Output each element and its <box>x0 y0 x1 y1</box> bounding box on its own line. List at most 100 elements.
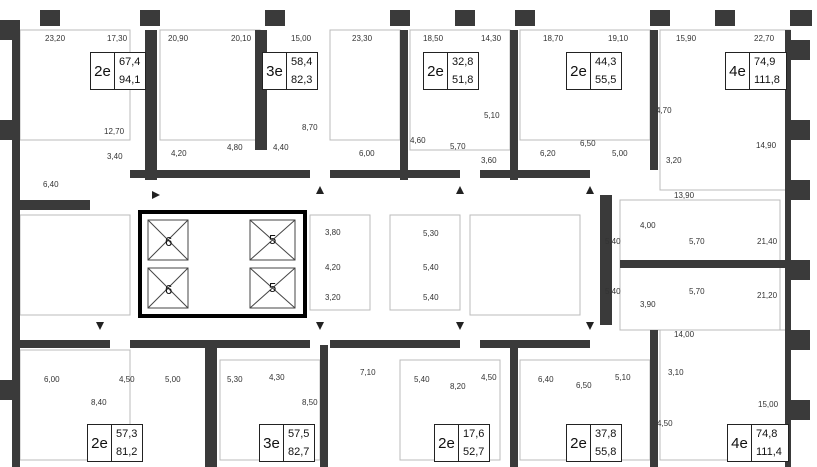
room-area: 3,80 <box>325 228 341 237</box>
room-area: 21,20 <box>757 291 778 300</box>
living-area: 17,6 <box>463 428 485 440</box>
living-area: 57,3 <box>116 428 138 440</box>
room-area: 22,70 <box>754 34 775 43</box>
apartment-type: 3е <box>260 425 284 461</box>
room-area: 6,40 <box>538 375 554 384</box>
room-area: 8,20 <box>450 382 466 391</box>
room-area: 5,30 <box>227 375 243 384</box>
elevator-label: 6 <box>165 234 173 249</box>
apartment-badge[interactable]: 2е 32,8 51,8 <box>423 52 479 90</box>
apartment-type: 2е <box>567 425 591 461</box>
apartment-type: 2е <box>424 53 448 89</box>
room-area: 5,70 <box>689 237 705 246</box>
room-area: 15,00 <box>291 34 312 43</box>
room-area: 3,10 <box>668 368 684 377</box>
room-area: 18,50 <box>423 34 444 43</box>
room-area: 4,80 <box>227 143 243 152</box>
room-area: 14,00 <box>674 330 695 339</box>
room-area: 21,40 <box>757 237 778 246</box>
room-area: 4,20 <box>325 263 341 272</box>
apartment-type: 2е <box>567 53 591 89</box>
living-area: 74,9 <box>754 56 776 68</box>
room-area: 5,70 <box>689 287 705 296</box>
apartment-badge[interactable]: 2е 57,3 81,2 <box>87 424 143 462</box>
room-area: 5,00 <box>612 149 628 158</box>
room-area: 5,40 <box>605 237 621 246</box>
room-area: 23,20 <box>45 34 66 43</box>
room-area: 5,70 <box>450 142 466 151</box>
total-area: 52,7 <box>463 446 485 458</box>
room-area: 12,70 <box>104 127 125 136</box>
apartment-badge[interactable]: 2е 67,4 94,1 <box>90 52 146 90</box>
room-area: 3,40 <box>107 152 123 161</box>
room-area: 20,90 <box>168 34 189 43</box>
apartment-badge[interactable]: 4е 74,8 111,4 <box>727 424 789 462</box>
room-area: 5,10 <box>484 111 500 120</box>
room-area: 19,10 <box>608 34 629 43</box>
apartment-type: 2е <box>88 425 112 461</box>
room-area: 15,00 <box>758 400 779 409</box>
apartment-badge[interactable]: 2е 37,8 55,8 <box>566 424 622 462</box>
room-area: 4,50 <box>119 375 135 384</box>
room-area: 6,50 <box>580 139 596 148</box>
room-area: 6,50 <box>576 381 592 390</box>
elevator-label: 6 <box>165 282 173 297</box>
apartment-type: 3е <box>263 53 287 89</box>
room-area: 23,30 <box>352 34 373 43</box>
apartment-badge[interactable]: 2е 17,6 52,7 <box>434 424 490 462</box>
room-area: 14,30 <box>481 34 502 43</box>
room-area: 8,50 <box>302 398 318 407</box>
room-area: 8,40 <box>91 398 107 407</box>
living-area: 74,8 <box>756 428 778 440</box>
living-area: 32,8 <box>452 56 474 68</box>
elevator-label: 5 <box>269 280 277 295</box>
total-area: 51,8 <box>452 74 474 86</box>
living-area: 57,5 <box>288 428 310 440</box>
room-area: 6,40 <box>43 180 59 189</box>
total-area: 111,4 <box>756 446 782 458</box>
room-area: 4,70 <box>656 106 672 115</box>
total-area: 55,8 <box>595 446 617 458</box>
room-area: 4,40 <box>273 143 289 152</box>
room-area: 4,50 <box>657 419 673 428</box>
total-area: 82,3 <box>291 74 313 86</box>
room-area: 4,50 <box>481 373 497 382</box>
room-area: 14,90 <box>756 141 777 150</box>
room-area: 6,00 <box>44 375 60 384</box>
room-area: 3,20 <box>325 293 341 302</box>
room-area: 6,20 <box>540 149 556 158</box>
room-area: 4,60 <box>410 136 426 145</box>
living-area: 37,8 <box>595 428 617 440</box>
living-area: 44,3 <box>595 56 617 68</box>
apartment-type: 4е <box>726 53 750 89</box>
room-area: 3,90 <box>640 300 656 309</box>
room-area: 3,20 <box>666 156 682 165</box>
total-area: 81,2 <box>116 446 138 458</box>
living-area: 58,4 <box>291 56 313 68</box>
living-area: 67,4 <box>119 56 141 68</box>
apartment-type: 2е <box>435 425 459 461</box>
room-area: 5,40 <box>423 263 439 272</box>
room-area: 5,40 <box>605 287 621 296</box>
room-area: 4,20 <box>171 149 187 158</box>
room-area: 18,70 <box>543 34 564 43</box>
room-area: 8,70 <box>302 123 318 132</box>
room-area: 5,30 <box>423 229 439 238</box>
room-area: 5,40 <box>414 375 430 384</box>
room-area: 6,00 <box>359 149 375 158</box>
room-area: 4,30 <box>269 373 285 382</box>
apartment-badge[interactable]: 3е 58,4 82,3 <box>262 52 318 90</box>
room-area: 5,40 <box>423 293 439 302</box>
apartment-type: 2е <box>91 53 115 89</box>
apartment-type: 4е <box>728 425 752 461</box>
elevator-core-highlight <box>138 210 307 318</box>
total-area: 94,1 <box>119 74 141 86</box>
room-area: 5,00 <box>165 375 181 384</box>
room-area: 5,10 <box>615 373 631 382</box>
room-area: 7,10 <box>360 368 376 377</box>
